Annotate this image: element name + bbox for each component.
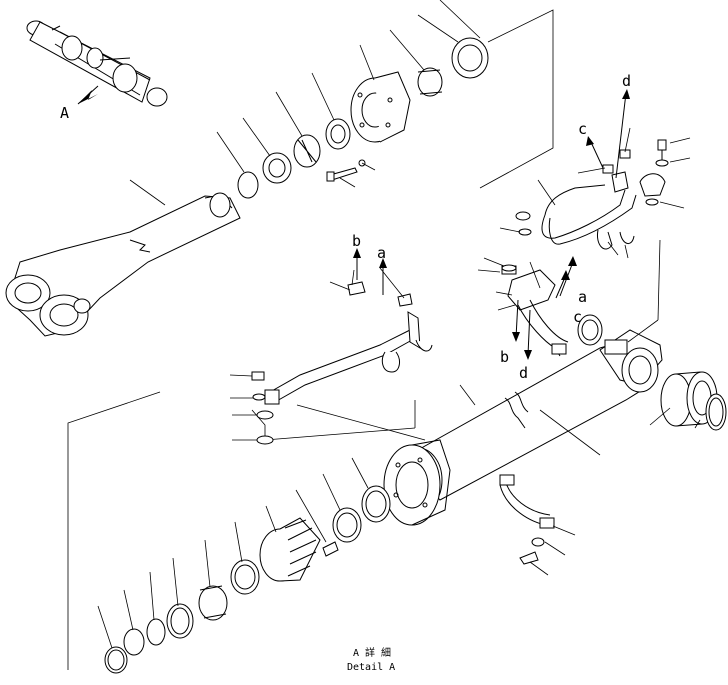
callout-arrows-right-mid xyxy=(512,256,577,360)
hose-right xyxy=(537,149,666,259)
view-label: A xyxy=(60,104,69,122)
cylinder-head xyxy=(350,71,411,143)
cylinder-head-flange xyxy=(383,439,451,526)
leader-lines-upper xyxy=(129,0,554,206)
inset-cylinder-thumbnail xyxy=(26,20,168,107)
head-bushing xyxy=(417,67,443,97)
pipe-fasteners-middle xyxy=(229,371,274,445)
callout-d-top: d xyxy=(622,72,631,90)
lower-band-clamp xyxy=(499,474,576,576)
piston xyxy=(259,517,321,582)
caption-line1: A 詳 細 xyxy=(353,646,391,659)
callout-arrows-right-top xyxy=(586,89,630,179)
callout-a-right: a xyxy=(578,288,587,306)
callout-b-right: b xyxy=(500,348,509,366)
head-bolt xyxy=(326,159,366,182)
piston-rod xyxy=(5,192,241,337)
bolt-washer-right xyxy=(624,127,691,209)
bracket-band-right xyxy=(477,211,569,357)
callout-b-middle: b xyxy=(352,232,361,250)
callout-arrows-middle xyxy=(353,248,387,295)
rod-seal-set xyxy=(237,118,351,199)
bottom-snap-ring xyxy=(705,393,727,431)
leader-lines-lower xyxy=(67,239,701,670)
callout-a-middle: a xyxy=(377,244,386,262)
callout-c-right: c xyxy=(573,308,582,326)
view-arrow-icon xyxy=(77,85,99,105)
piston-ring-set xyxy=(104,485,391,674)
callout-d-right: d xyxy=(519,364,528,382)
bottom-bushing xyxy=(660,371,718,427)
head-ring xyxy=(451,37,489,79)
caption-line2: Detail A xyxy=(347,662,395,673)
callout-c-top: c xyxy=(578,120,587,138)
piston-nut-pin xyxy=(322,541,339,557)
tube-pipe-middle xyxy=(251,267,433,441)
